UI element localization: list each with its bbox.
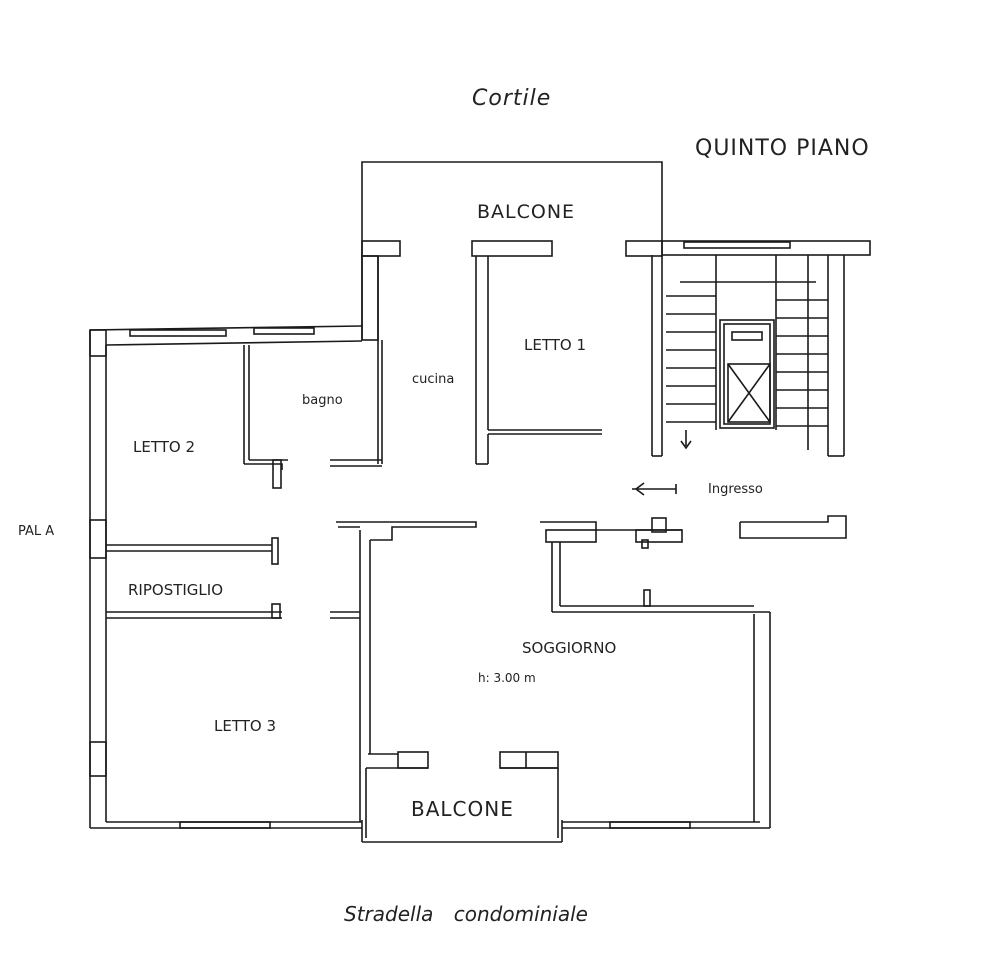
bottom-balcony-outline	[365, 751, 559, 838]
balcony-top-label: BALCONE	[477, 201, 576, 223]
storage-label: RIPOSTIGLIO	[128, 581, 224, 599]
west-wall	[89, 325, 363, 828]
ceiling-height-label: h: 3.00 m	[478, 671, 536, 685]
floor-title: QUINTO PIANO	[695, 136, 870, 161]
street-label: Stradella condominiale	[344, 902, 588, 926]
courtyard-label: Cortile	[472, 86, 552, 111]
elevator	[719, 319, 775, 429]
building-label: PAL A	[18, 524, 55, 539]
kitchen-label: cucina	[412, 372, 455, 387]
south-wall	[90, 612, 771, 843]
bathroom-label: bagno	[302, 393, 343, 408]
entrance-label: Ingresso	[708, 482, 763, 497]
bedroom-1-label: LETTO 1	[524, 336, 587, 354]
living-room-label: SOGGIORNO	[522, 639, 617, 657]
bedroom-2-label: LETTO 2	[133, 438, 196, 456]
stairwell	[651, 240, 871, 457]
entrance-arrow	[632, 482, 677, 496]
balcony-bottom-label: BALCONE	[411, 797, 514, 821]
bedroom-3-label: LETTO 3	[214, 717, 277, 735]
interior-walls	[106, 248, 847, 822]
